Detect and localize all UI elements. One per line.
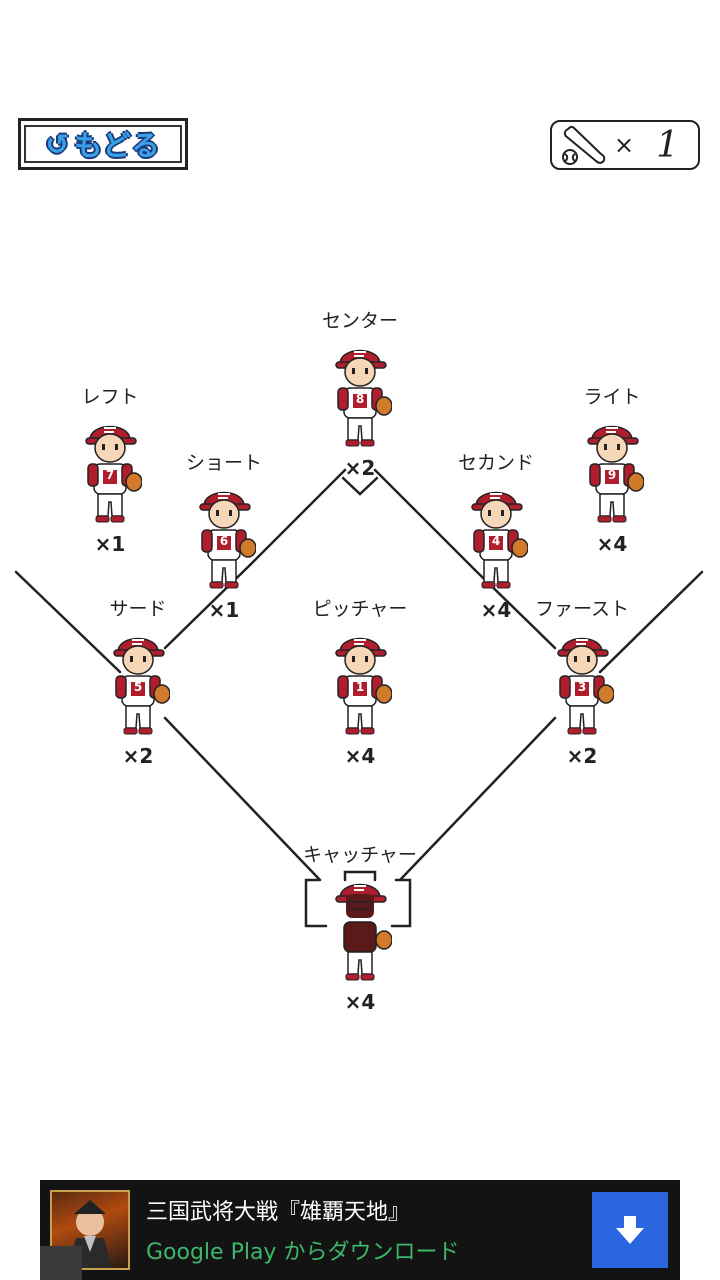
back-button-frame: ↺ もどる — [24, 125, 182, 163]
back-button[interactable]: ↺ もどる — [18, 118, 188, 170]
player-figure: 1 — [328, 622, 393, 740]
position-pitcher[interactable]: ピッチャー 1 ×4 — [300, 596, 420, 768]
position-catcher[interactable]: キャッチャー ×4 — [300, 842, 420, 1014]
position-multiplier: ×4 — [596, 532, 628, 556]
position-multiplier: ×2 — [566, 744, 598, 768]
position-multiplier: ×4 — [480, 598, 512, 622]
ad-title: 三国武将大戦『雄覇天地』 — [146, 1200, 411, 1225]
download-arrow-icon — [616, 1216, 644, 1244]
position-multiplier: ×2 — [122, 744, 154, 768]
position-right[interactable]: ライト 9 ×4 — [552, 384, 672, 556]
uniform-number: 5 — [133, 680, 143, 694]
position-multiplier: ×2 — [344, 456, 376, 480]
player-figure — [328, 868, 393, 986]
back-button-label: もどる — [74, 129, 161, 162]
bat-count-multiplier: × — [614, 131, 635, 159]
position-label: センター — [321, 310, 398, 332]
position-label: サード — [109, 598, 167, 620]
player-figure: 9 — [580, 410, 645, 528]
position-center[interactable]: センター 8 ×2 — [300, 308, 420, 480]
position-second[interactable]: セカンド 4 ×4 — [436, 450, 556, 622]
position-multiplier: ×1 — [94, 532, 126, 556]
bat-count-value: 1 — [656, 124, 680, 166]
position-label: ライト — [583, 386, 641, 408]
uniform-number: 9 — [607, 468, 617, 482]
player-figure: 6 — [192, 476, 257, 594]
bat-counter: × 1 — [550, 120, 700, 170]
download-button[interactable] — [592, 1192, 668, 1268]
position-shortstop[interactable]: ショート 6 ×1 — [164, 450, 284, 622]
ad-corner-badge — [40, 1246, 82, 1280]
uniform-number: 3 — [577, 680, 587, 694]
player-figure: 7 — [78, 410, 143, 528]
uniform-number: 7 — [105, 468, 115, 482]
player-figure: 8 — [328, 334, 393, 452]
player-figure: 3 — [550, 622, 615, 740]
uniform-number: 6 — [219, 534, 229, 548]
position-label: ショート — [185, 452, 262, 474]
uniform-number: 8 — [355, 392, 365, 406]
ad-subtitle: Google Play からダウンロード — [146, 1240, 460, 1265]
position-multiplier: ×4 — [344, 990, 376, 1014]
position-label: キャッチャー — [303, 844, 417, 866]
uniform-number: 4 — [491, 534, 501, 548]
position-left[interactable]: レフト 7 ×1 — [50, 384, 170, 556]
ad-banner[interactable]: 三国武将大戦『雄覇天地』 Google Play からダウンロード — [40, 1180, 680, 1280]
player-figure: 5 — [106, 622, 171, 740]
ad-thumbnail — [50, 1190, 130, 1270]
position-label: セカンド — [457, 452, 534, 474]
uniform-number: 1 — [355, 680, 365, 694]
position-label: ファースト — [534, 598, 630, 620]
position-label: ピッチャー — [312, 598, 408, 620]
position-multiplier: ×1 — [208, 598, 240, 622]
position-label: レフト — [81, 386, 139, 408]
back-icon: ↺ — [45, 127, 70, 161]
bat-ball-icon — [562, 125, 606, 165]
player-figure: 4 — [464, 476, 529, 594]
position-first[interactable]: ファースト 3 ×2 — [522, 596, 642, 768]
position-third[interactable]: サード 5 ×2 — [78, 596, 198, 768]
position-multiplier: ×4 — [344, 744, 376, 768]
